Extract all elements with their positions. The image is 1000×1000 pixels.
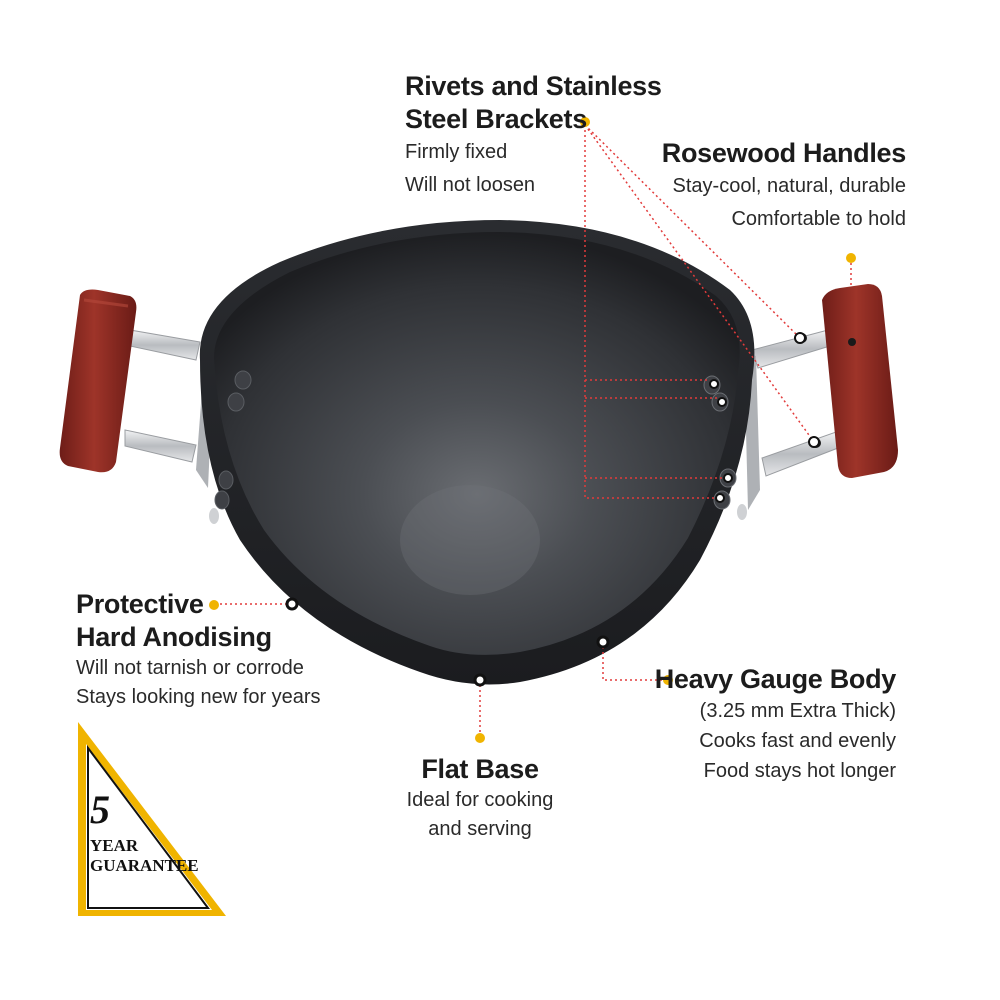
accent-dots	[209, 117, 856, 743]
anodising-line1: Will not tarnish or corrode	[76, 657, 304, 679]
anodising-title-line2: Hard Anodising	[76, 622, 272, 652]
handles-line1: Stay-cool, natural, durable	[672, 175, 906, 197]
base-line2: and serving	[428, 818, 532, 840]
guarantee-badge-triangle	[78, 722, 226, 916]
guarantee-line1: YEAR	[90, 836, 139, 855]
left-rosewood-handle	[59, 289, 137, 473]
callout-leader-lines	[220, 124, 852, 736]
rivets-title-line1: Rivets and Stainless	[405, 71, 662, 101]
gauge-line1: (3.25 mm Extra Thick)	[699, 700, 896, 722]
handles-line2: Comfortable to hold	[731, 208, 906, 230]
right-rosewood-handle	[822, 284, 898, 478]
right-steel-bracket	[744, 329, 839, 510]
guarantee-line2: GUARANTEE	[90, 856, 199, 875]
callout-markers	[285, 332, 820, 687]
anodising-callout: Protective Hard Anodising Will not tarni…	[76, 588, 321, 712]
rivets-title-line2: Steel Brackets	[405, 104, 587, 134]
base-line1: Ideal for cooking	[406, 789, 554, 811]
base-title: Flat Base	[421, 754, 539, 784]
rivets-line1: Firmly fixed	[405, 141, 508, 163]
rivets-callout: Rivets and Stainless Steel Brackets Firm…	[405, 70, 662, 202]
rivets-line2: Will not loosen	[405, 174, 536, 196]
handles-callout: Rosewood Handles Stay-cool, natural, dur…	[661, 137, 907, 236]
guarantee-badge: 5 YEAR GUARANTEE	[90, 790, 199, 876]
wok-body	[199, 220, 755, 685]
anodising-title-line1: Protective	[76, 589, 204, 619]
gauge-title: Heavy Gauge Body	[654, 664, 897, 694]
gauge-line2: Cooks fast and evenly	[699, 730, 896, 752]
base-callout: Flat Base Ideal for cooking and serving	[380, 753, 580, 844]
guarantee-number: 5	[90, 787, 110, 832]
gauge-line3: Food stays hot longer	[703, 760, 896, 782]
gauge-callout: Heavy Gauge Body (3.25 mm Extra Thick) C…	[654, 663, 897, 786]
handles-title: Rosewood Handles	[661, 138, 907, 168]
anodising-line2: Stays looking new for years	[76, 686, 321, 708]
